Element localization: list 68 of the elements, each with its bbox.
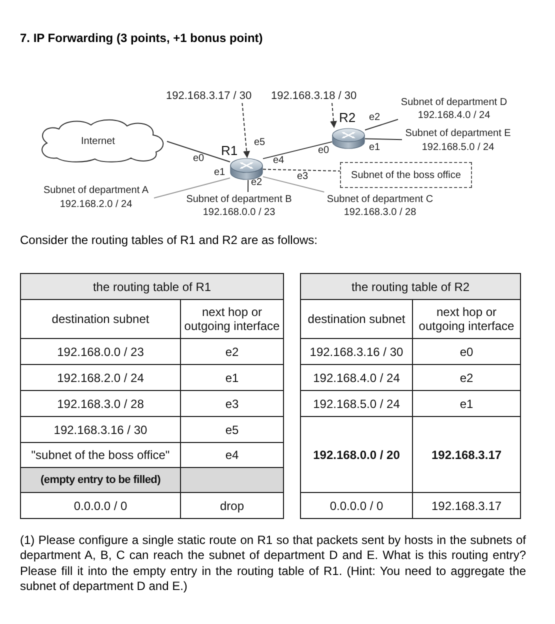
interface-label: e1: [369, 142, 380, 154]
subnet-name: Subnet of department E: [405, 127, 511, 141]
interface-label: e4: [273, 155, 284, 167]
table-title-cell: the routing table of R2: [300, 274, 521, 300]
table-cell: 192.168.3.17: [412, 416, 521, 492]
column-header-cell: next hop or outgoing interface: [412, 300, 521, 338]
link-line: [364, 118, 398, 130]
ip-address-label: 192.168.3.17 / 30: [166, 90, 250, 103]
link-line: [262, 141, 332, 160]
cloud-label: Internet: [81, 134, 115, 148]
column-header-cell: destination subnet: [300, 300, 412, 338]
subnet-address: 192.168.5.0 / 24: [422, 141, 494, 155]
link-line: [166, 140, 230, 162]
title: 7. IP Forwarding (3 points, +1 bonus point): [20, 31, 263, 45]
interface-label: e5: [254, 137, 266, 149]
subnet-name: Subnet of the boss office: [351, 168, 461, 182]
router-icon: [230, 158, 263, 180]
table-cell: e3: [180, 390, 284, 416]
table-cell: e1: [412, 390, 521, 416]
ip-address-label: 192.168.3.18 / 30: [271, 90, 355, 103]
table-cell: e5: [180, 416, 284, 442]
table-cell: (empty entry to be filled): [20, 468, 180, 492]
table-cell: 0.0.0.0 / 0: [20, 492, 180, 518]
table-cell: 192.168.2.0 / 24: [20, 364, 180, 390]
subnet-address: 192.168.4.0 / 24: [418, 109, 490, 122]
table-cell: 192.168.5.0 / 24: [300, 390, 412, 416]
table-cell: 192.168.4.0 / 24: [300, 364, 412, 390]
link-line: [364, 138, 402, 140]
table-cell: 192.168.3.17: [412, 492, 521, 518]
router-icon: [332, 128, 365, 149]
link-line: [154, 178, 230, 198]
table-cell: 192.168.0.0 / 20: [300, 416, 412, 492]
subnet-address: 192.168.0.0 / 23: [202, 206, 276, 218]
interface-label: e0: [193, 153, 204, 165]
subnet-name: Subnet of department C: [326, 192, 434, 206]
dashed-arrow: [330, 102, 337, 128]
subnet-box: [340, 162, 472, 188]
table-cell: 192.168.3.16 / 30: [20, 416, 180, 442]
table-cell: e1: [180, 364, 284, 390]
subnet-name: Subnet of department A: [43, 184, 149, 198]
table-title-cell: the routing table of R1: [20, 274, 284, 300]
table-cell: 192.168.3.16 / 30: [300, 338, 412, 364]
table-cell: 0.0.0.0 / 0: [300, 492, 412, 518]
interface-label: e1: [214, 167, 226, 179]
interface-label: e2: [369, 112, 380, 124]
dashed-arrow: [242, 102, 250, 158]
table-cell: e2: [412, 364, 521, 390]
column-header-cell: destination subnet: [20, 300, 180, 338]
subnet-address: 192.168.2.0 / 24: [60, 198, 132, 212]
subnet-name: Subnet of department D: [400, 96, 508, 109]
table-cell: e2: [180, 338, 284, 364]
router-name-label: R1: [221, 143, 238, 158]
interface-label: e2: [251, 177, 262, 189]
table-cell: drop: [180, 492, 284, 518]
interface-label: e3: [297, 171, 308, 183]
subnet-address: 192.168.3.0 / 28: [344, 206, 416, 218]
table-cell: 192.168.3.0 / 28: [20, 390, 180, 416]
table-cell: e0: [412, 338, 521, 364]
column-header-cell: next hop or outgoing interface: [180, 300, 284, 338]
dashed-link-line: [262, 168, 340, 172]
intro-text: Consider the routing tables of R1 and R2 are as follows:: [20, 232, 318, 248]
link-line: [262, 176, 325, 192]
interface-label: e0: [318, 145, 330, 157]
question-text: (1) Please configure a single static route on R1 so that packets sent by hosts in the subnets of department A, B, C can reach the subnet of department D and E. What is this routing entry? Please fill it into the empty entry in the routing table of R1. (Hint: You need to aggregate the subnet of department D and E.): [20, 533, 526, 594]
subnet-name: Subnet of department B: [186, 192, 292, 206]
table-cell: 192.168.0.0 / 23: [20, 338, 180, 364]
link-line: [248, 180, 249, 192]
router-name-label: R2: [339, 110, 356, 125]
